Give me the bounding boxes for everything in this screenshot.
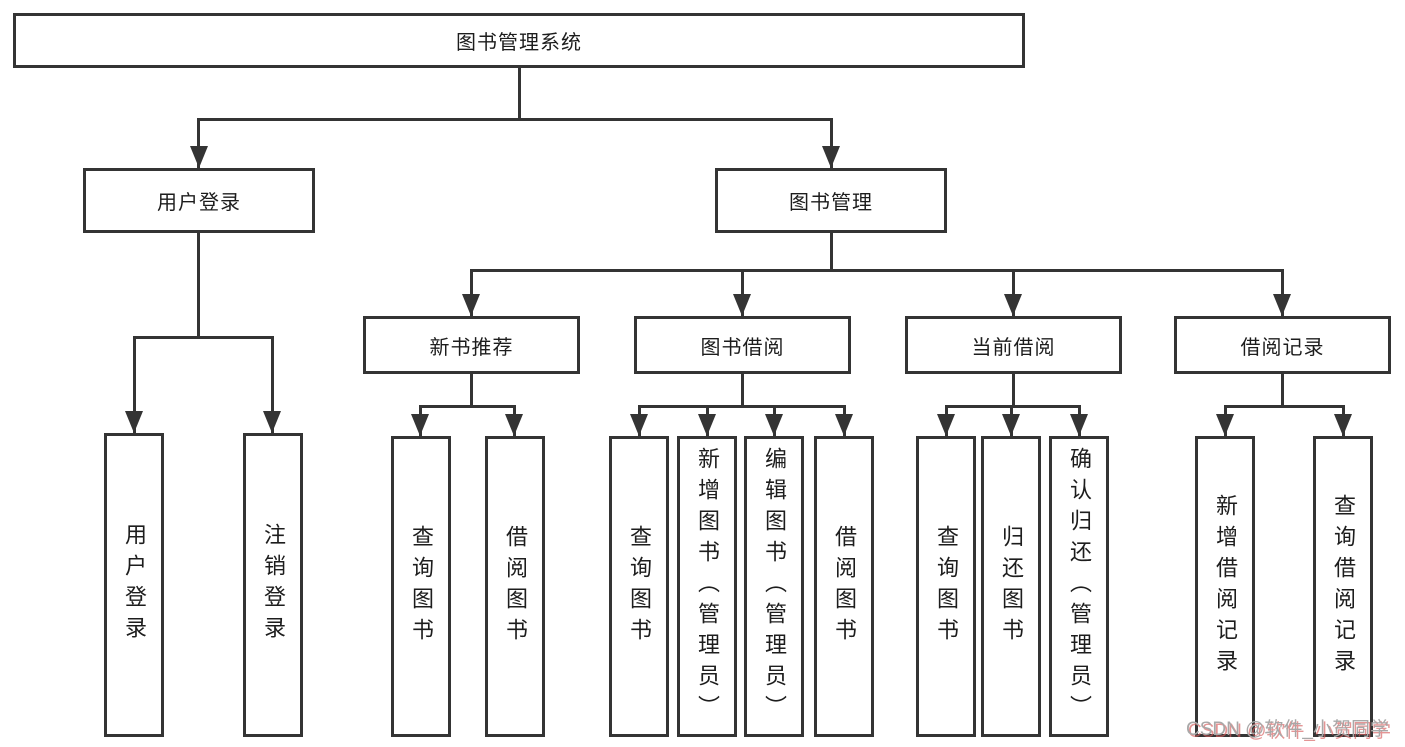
node-borrow-record: 借阅记录 <box>1174 316 1391 374</box>
node-bb-query-book-label: 查询图书 <box>627 524 652 649</box>
node-nb-query-book: 查询图书 <box>391 436 451 737</box>
arrow-down-icon <box>263 411 281 433</box>
connector-line <box>1224 405 1345 408</box>
node-root-label: 图书管理系统 <box>456 32 582 54</box>
connector-line <box>470 374 473 405</box>
connector-line <box>830 233 833 269</box>
connector-line <box>1281 269 1284 316</box>
node-cb-confirm-return-admin-label: 确认归还（管理员） <box>1067 447 1092 726</box>
node-bb-borrow-book-label: 借阅图书 <box>832 524 857 649</box>
arrow-down-icon <box>1273 294 1291 316</box>
node-cb-query-book: 查询图书 <box>916 436 976 737</box>
node-cb-query-book-label: 查询图书 <box>934 524 959 649</box>
node-bb-query-book: 查询图书 <box>609 436 669 737</box>
arrow-down-icon <box>733 294 751 316</box>
connector-line <box>271 336 274 433</box>
node-book-management-label: 图书管理 <box>789 192 873 214</box>
node-nb-borrow-book: 借阅图书 <box>485 436 545 737</box>
node-leaf-user-login-label: 用户登录 <box>122 523 147 647</box>
arrow-down-icon <box>462 294 480 316</box>
node-book-borrow-label: 图书借阅 <box>700 336 785 359</box>
arrow-down-icon <box>698 414 716 436</box>
connector-line <box>197 118 200 168</box>
node-bb-add-book-admin-label: 新增图书（管理员） <box>695 447 720 726</box>
connector-line <box>830 118 833 168</box>
node-book-borrow: 图书借阅 <box>634 316 851 374</box>
arrow-down-icon <box>1070 414 1088 436</box>
arrow-down-icon <box>835 414 853 436</box>
arrow-down-icon <box>1004 294 1022 316</box>
node-br-add-record-label: 新增借阅记录 <box>1213 493 1238 680</box>
arrow-down-icon <box>190 146 208 168</box>
arrow-down-icon <box>1002 414 1020 436</box>
connector-line <box>741 374 744 405</box>
arrow-down-icon <box>630 414 648 436</box>
connector-line <box>1012 269 1015 316</box>
csdn-watermark: CSDN @软件_小贺同学 <box>1186 719 1389 740</box>
node-leaf-user-login: 用户登录 <box>104 433 164 737</box>
node-bb-edit-book-admin-label: 编辑图书（管理员） <box>762 447 787 726</box>
node-cb-return-book: 归还图书 <box>981 436 1041 737</box>
node-cb-return-book-label: 归还图书 <box>999 524 1024 649</box>
node-br-query-record: 查询借阅记录 <box>1313 436 1373 737</box>
node-bb-add-book-admin: 新增图书（管理员） <box>677 436 737 737</box>
connector-line <box>1281 374 1284 405</box>
node-br-add-record: 新增借阅记录 <box>1195 436 1255 737</box>
node-current-borrow: 当前借阅 <box>905 316 1122 374</box>
node-user-login-label: 用户登录 <box>157 192 241 214</box>
node-new-book-recommend-label: 新书推荐 <box>429 336 514 359</box>
arrow-down-icon <box>822 146 840 168</box>
connector-line <box>945 405 1081 408</box>
node-leaf-logout: 注销登录 <box>243 433 303 737</box>
connector-line <box>518 68 521 118</box>
node-current-borrow-label: 当前借阅 <box>971 336 1056 359</box>
node-cb-confirm-return-admin: 确认归还（管理员） <box>1049 436 1109 737</box>
connector-line <box>741 269 744 316</box>
connector-line <box>197 118 833 121</box>
arrow-down-icon <box>125 411 143 433</box>
connector-line <box>638 405 846 408</box>
arrow-down-icon <box>1334 414 1352 436</box>
node-book-management: 图书管理 <box>715 168 947 233</box>
node-bb-edit-book-admin: 编辑图书（管理员） <box>744 436 804 737</box>
connector-line <box>197 233 200 336</box>
arrow-down-icon <box>765 414 783 436</box>
connector-line <box>419 405 516 408</box>
connector-line <box>133 336 136 433</box>
node-nb-borrow-book-label: 借阅图书 <box>503 524 528 649</box>
connector-line <box>470 269 1284 272</box>
node-new-book-recommend: 新书推荐 <box>363 316 580 374</box>
node-root: 图书管理系统 <box>13 13 1025 68</box>
node-br-query-record-label: 查询借阅记录 <box>1331 493 1356 680</box>
node-nb-query-book-label: 查询图书 <box>409 524 434 649</box>
connector-line <box>1012 374 1015 405</box>
node-borrow-record-label: 借阅记录 <box>1240 336 1325 359</box>
node-leaf-logout-label: 注销登录 <box>261 523 286 647</box>
arrow-down-icon <box>411 414 429 436</box>
connector-line <box>133 336 274 339</box>
arrow-down-icon <box>505 414 523 436</box>
arrow-down-icon <box>937 414 955 436</box>
arrow-down-icon <box>1216 414 1234 436</box>
connector-line <box>470 269 473 316</box>
node-user-login: 用户登录 <box>83 168 315 233</box>
node-bb-borrow-book: 借阅图书 <box>814 436 874 737</box>
